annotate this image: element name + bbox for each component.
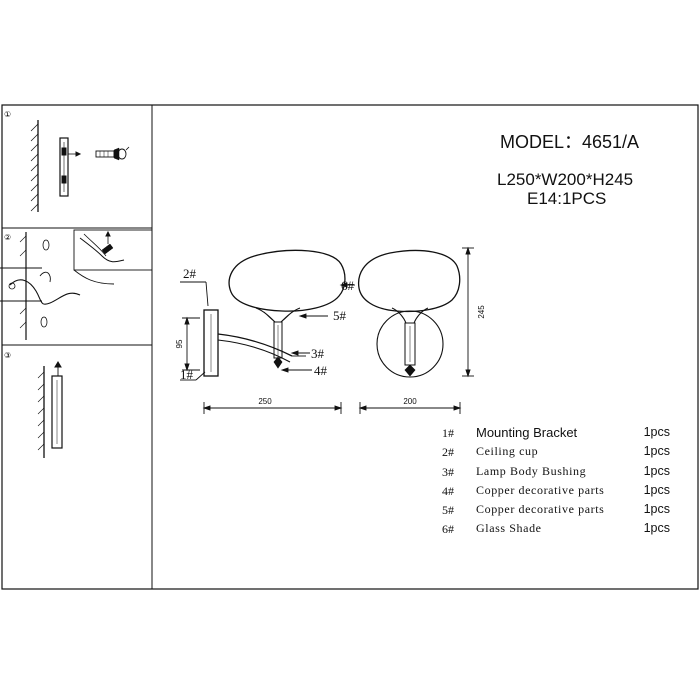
ceiling-cup (203, 309, 219, 377)
part-quantity: 1pcs (643, 502, 670, 517)
step2-illustration (0, 229, 153, 340)
part-name: Ceiling cup (476, 444, 539, 459)
dimension-95: 95 (175, 339, 184, 348)
arm (217, 333, 293, 357)
part-number: 3# (442, 464, 454, 479)
callout-6: 6# (341, 278, 355, 293)
part-quantity: 1pcs (643, 482, 670, 497)
part-quantity: 1pcs (643, 425, 670, 439)
callout-2: 2# (183, 266, 197, 281)
step-marker-3: ③ (4, 351, 11, 360)
part-name: Copper decorative parts (476, 482, 605, 497)
part-quantity: 1pcs (643, 463, 670, 478)
part-row: 5# Copper decorative parts 1pcs (442, 501, 678, 520)
part-number: 5# (442, 503, 454, 518)
callout-1: 1# (180, 367, 194, 382)
dimension-250: 250 (258, 397, 272, 406)
dimension-200: 200 (403, 397, 417, 406)
part-name: Lamp Body Bushing (476, 463, 587, 478)
part-row: 2# Ceiling cup 1pcs (442, 443, 678, 462)
part-row: 3# Lamp Body Bushing 1pcs (442, 463, 678, 482)
parts-list: 1# Mounting Bracket 1pcs 2# Ceiling cup … (442, 424, 678, 540)
part-number: 2# (442, 445, 454, 460)
part-row: 1# Mounting Bracket 1pcs (442, 424, 678, 443)
glass-shade (228, 249, 346, 312)
shade-holder (255, 307, 301, 323)
part-quantity: 1pcs (643, 521, 670, 536)
callout-3: 3# (311, 346, 325, 361)
dimension-245: 245 (477, 305, 486, 319)
part-name: Mounting Bracket (476, 425, 578, 440)
callout-leaders (180, 281, 355, 381)
part-row: 4# Copper decorative parts 1pcs (442, 482, 678, 501)
step3-illustration (37, 361, 63, 458)
step1-illustration (30, 120, 130, 212)
callout-4: 4# (314, 363, 328, 378)
part-name: Glass Shade (476, 521, 542, 536)
part-number: 1# (442, 426, 454, 440)
finial (273, 356, 283, 369)
front-view (203, 249, 346, 377)
side-view (357, 249, 461, 378)
bulb-label: E14:1PCS (527, 189, 607, 208)
model-title: MODEL：4651/A (500, 132, 640, 152)
dimensions-label: L250*W200*H245 (497, 170, 634, 189)
callout-5: 5# (333, 308, 347, 323)
part-row: 6# Glass Shade 1pcs (442, 520, 678, 539)
part-number: 4# (442, 483, 454, 498)
step-marker-2: ② (4, 233, 11, 242)
dimension-lines (182, 246, 474, 414)
part-quantity: 1pcs (643, 444, 670, 459)
part-number: 6# (442, 522, 454, 537)
step-marker-1: ① (4, 110, 11, 119)
part-name: Copper decorative parts (476, 502, 605, 517)
sheet-frame (1, 104, 699, 590)
